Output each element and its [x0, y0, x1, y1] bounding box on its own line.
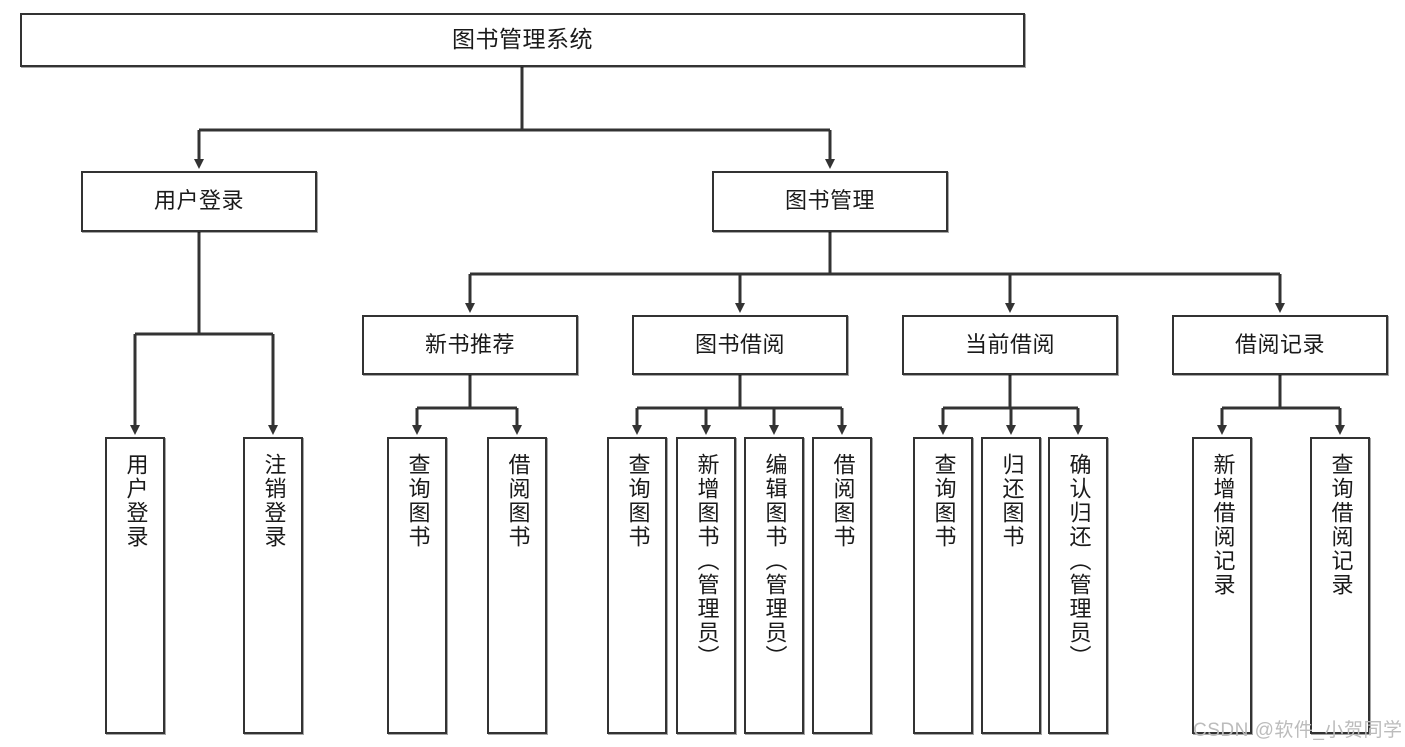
leaf-query-book-current-label: 查询图书	[931, 453, 957, 549]
node-book-management[interactable]: 图书管理	[712, 171, 948, 232]
leaf-query-book-recommend[interactable]: 查询图书	[387, 437, 447, 734]
leaf-confirm-return-admin[interactable]: 确认归还（管理员）	[1048, 437, 1108, 734]
leaf-query-book-borrow[interactable]: 查询图书	[607, 437, 667, 734]
node-new-book-recommend-label: 新书推荐	[424, 331, 515, 357]
leaf-borrow-book[interactable]: 借阅图书	[812, 437, 872, 734]
leaf-add-book-admin-label: 新增图书（管理员）	[694, 453, 720, 669]
node-book-borrow-label: 图书借阅	[694, 331, 785, 357]
leaf-logout-label: 注销登录	[261, 453, 287, 549]
leaf-add-book-admin[interactable]: 新增图书（管理员）	[676, 437, 736, 734]
leaf-edit-book-admin[interactable]: 编辑图书（管理员）	[744, 437, 804, 734]
node-root[interactable]: 图书管理系统	[20, 13, 1025, 67]
node-current-borrow[interactable]: 当前借阅	[902, 315, 1118, 375]
leaf-query-book-borrow-label: 查询图书	[625, 453, 651, 549]
node-borrow-record-label: 借阅记录	[1234, 331, 1325, 357]
leaf-return-book[interactable]: 归还图书	[981, 437, 1041, 734]
leaf-return-book-label: 归还图书	[999, 453, 1025, 549]
watermark: CSDN @软件_小贺同学	[1193, 720, 1403, 741]
node-current-borrow-label: 当前借阅	[964, 331, 1055, 357]
leaf-query-book-recommend-label: 查询图书	[405, 453, 431, 549]
leaf-query-book-current[interactable]: 查询图书	[913, 437, 973, 734]
node-borrow-record[interactable]: 借阅记录	[1172, 315, 1388, 375]
leaf-logout[interactable]: 注销登录	[243, 437, 303, 734]
leaf-borrow-book-recommend-label: 借阅图书	[505, 453, 531, 549]
leaf-borrow-book-label: 借阅图书	[830, 453, 856, 549]
node-root-label: 图书管理系统	[452, 26, 593, 53]
leaf-user-login-label: 用户登录	[123, 453, 149, 549]
leaf-query-borrow-record-label: 查询借阅记录	[1328, 453, 1354, 597]
leaf-add-borrow-record-label: 新增借阅记录	[1210, 453, 1236, 597]
leaf-query-borrow-record[interactable]: 查询借阅记录	[1310, 437, 1370, 734]
node-book-borrow[interactable]: 图书借阅	[632, 315, 848, 375]
leaf-add-borrow-record[interactable]: 新增借阅记录	[1192, 437, 1252, 734]
node-new-book-recommend[interactable]: 新书推荐	[362, 315, 578, 375]
node-book-management-label: 图书管理	[784, 188, 875, 214]
node-user-login-label: 用户登录	[153, 188, 244, 214]
leaf-edit-book-admin-label: 编辑图书（管理员）	[762, 453, 788, 669]
leaf-confirm-return-admin-label: 确认归还（管理员）	[1066, 453, 1092, 669]
leaf-borrow-book-recommend[interactable]: 借阅图书	[487, 437, 547, 734]
leaf-user-login[interactable]: 用户登录	[105, 437, 165, 734]
node-user-login[interactable]: 用户登录	[81, 171, 317, 232]
